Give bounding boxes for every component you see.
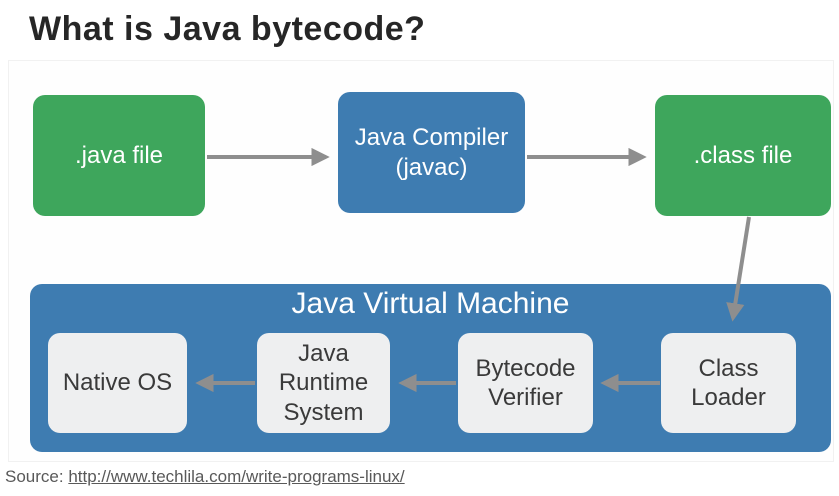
- node-java-runtime-system-label: Java Runtime System: [278, 340, 369, 426]
- node-class-file-label: .class file: [693, 141, 793, 169]
- node-java-file-label: .java file: [74, 141, 164, 169]
- jvm-title: Java Virtual Machine: [291, 287, 570, 320]
- source-caption: Source: http://www.techlila.com/write-pr…: [5, 467, 405, 487]
- node-native-os-label: Native OS: [62, 369, 173, 397]
- node-java-compiler: Java Compiler (javac): [338, 92, 525, 213]
- node-java-file: .java file: [33, 95, 205, 216]
- node-class-loader-label: Class Loader: [691, 354, 766, 411]
- node-class-loader: Class Loader: [661, 333, 796, 433]
- page-title: What is Java bytecode?: [29, 10, 426, 48]
- source-label: Source:: [5, 467, 64, 486]
- node-class-file: .class file: [655, 95, 831, 216]
- node-native-os: Native OS: [48, 333, 187, 433]
- node-bytecode-verifier-label: Bytecode Verifier: [475, 354, 576, 411]
- source-link[interactable]: http://www.techlila.com/write-programs-l…: [68, 467, 405, 486]
- node-bytecode-verifier: Bytecode Verifier: [458, 333, 593, 433]
- node-java-runtime-system: Java Runtime System: [257, 333, 390, 433]
- node-java-compiler-label: Java Compiler (javac): [354, 124, 509, 181]
